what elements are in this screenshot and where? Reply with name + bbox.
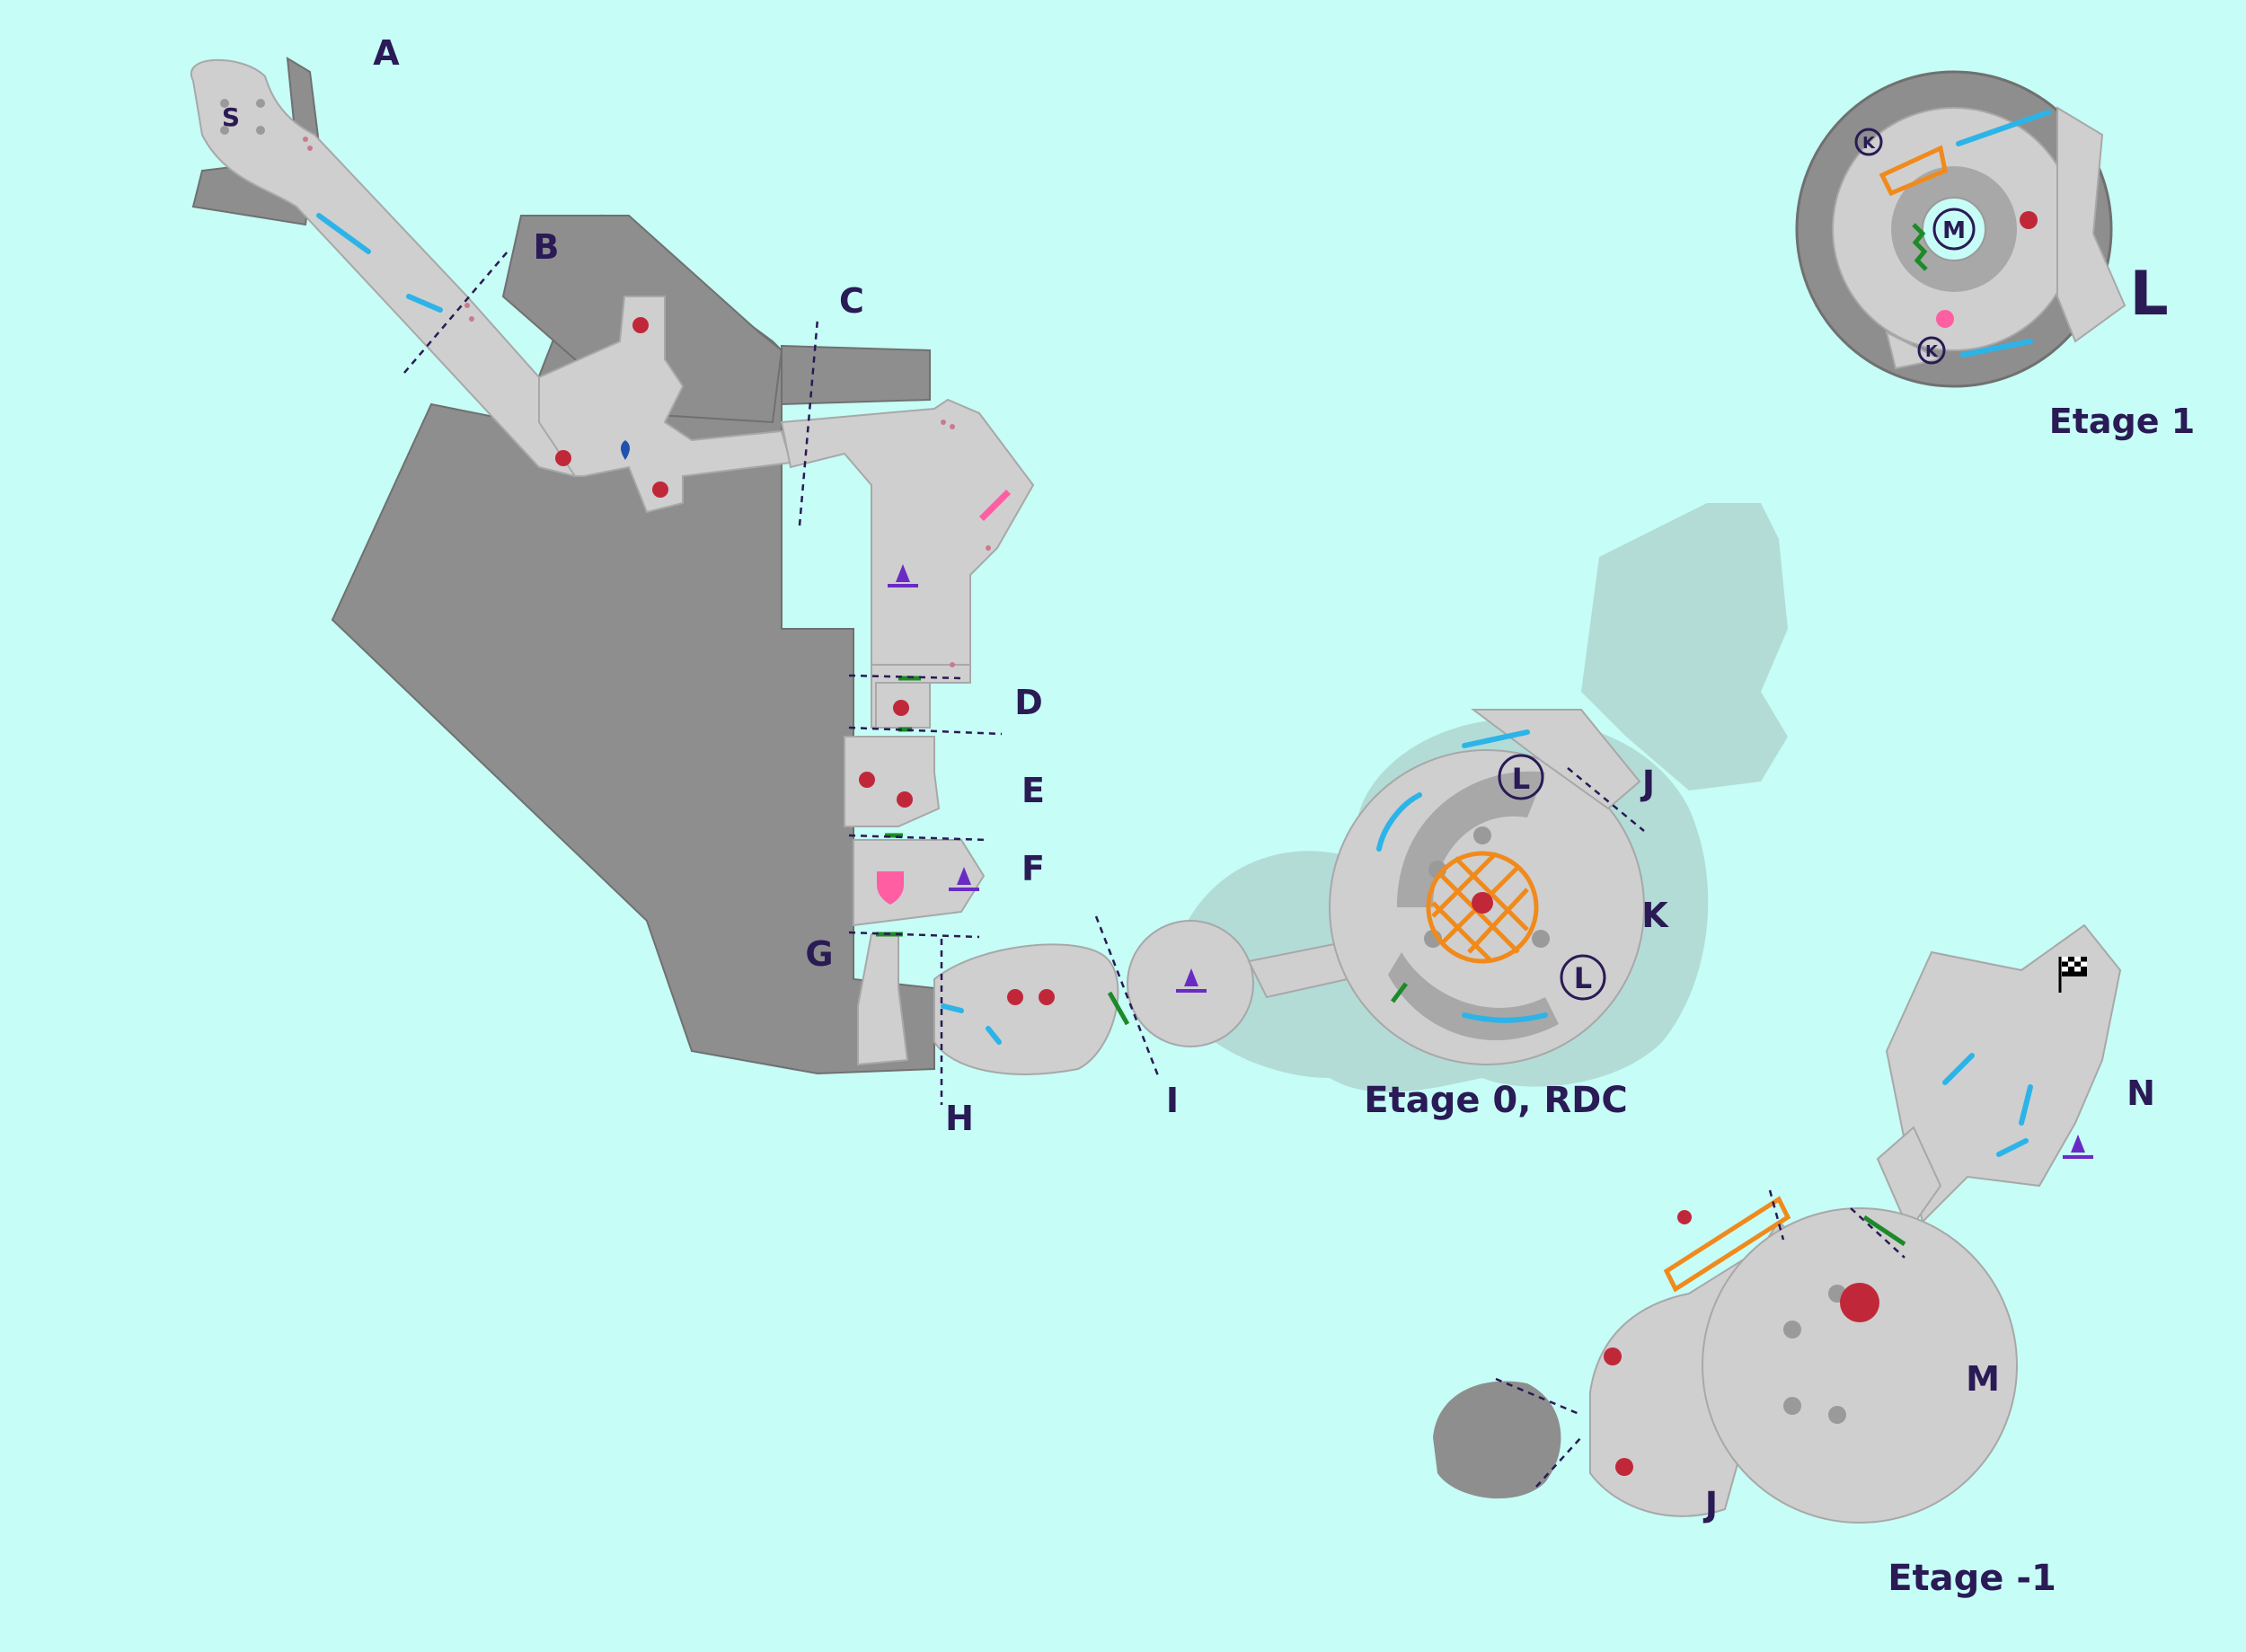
room-m <box>1702 1207 2018 1524</box>
floor-1-grate <box>1879 145 1948 197</box>
floor-1-area <box>1795 70 2127 388</box>
zone-label-l-top: L <box>2129 259 2168 330</box>
room-m-pillars <box>1783 1285 1846 1424</box>
floor-minus-1-wing-n <box>1885 923 2122 1224</box>
zone-label-g: G <box>805 934 833 974</box>
marker-k-2: K <box>1925 342 1939 361</box>
door-minus-1 <box>1862 1215 1906 1247</box>
floor-minus-1-grate <box>1663 1196 1791 1293</box>
enemy-skull-icons <box>555 317 1055 1005</box>
sword-icon <box>979 490 1011 521</box>
zone-label-h: H <box>945 1099 974 1138</box>
campfire-minus-1-icon <box>2063 1135 2093 1159</box>
shield-icon <box>877 871 904 905</box>
corridor-a <box>190 58 586 478</box>
floor-1-arrow-top <box>1956 110 2051 146</box>
floor-label-0: Etage 0, RDC <box>1364 1080 1627 1121</box>
zone-label-m: M <box>1966 1359 2000 1399</box>
marker-l-2: L <box>1574 961 1592 995</box>
floor-1-green-wall <box>1912 223 1928 271</box>
boss-skull-minus-1-icon <box>1840 1283 1879 1322</box>
floor-1-markers <box>1854 128 1976 365</box>
campfire-icons <box>888 564 1207 993</box>
zone-label-j-bottom: J <box>1702 1485 1718 1524</box>
potion-icon <box>621 440 630 460</box>
floor-label-1: Etage 1 <box>2049 402 2195 441</box>
faded-area-east <box>1581 503 1788 791</box>
start-marker: S <box>222 102 240 132</box>
enemy-skull-icons-minus-1 <box>1604 1210 1692 1476</box>
marker-k-1: K <box>1862 134 1876 153</box>
corridor-c <box>780 398 1035 666</box>
floor-label-minus-1: Etage -1 <box>1888 1558 2056 1599</box>
zone-label-a: A <box>373 33 400 73</box>
section-lines-minus-1 <box>1495 1189 1906 1488</box>
path-arrows-minus-1 <box>1942 1053 2033 1157</box>
room-e <box>844 736 941 827</box>
zone-label-c: C <box>839 281 864 321</box>
section-lines <box>403 251 1645 1105</box>
floor-1-skull-icon <box>2020 211 2038 229</box>
zone-label-n: N <box>2127 1073 2155 1113</box>
floor-1-sw-wing <box>1885 331 1944 370</box>
marker-l-1: L <box>1512 762 1530 796</box>
marker-l-2-ring <box>1560 954 1606 1001</box>
marker-m: M <box>1942 217 1966 244</box>
zone-label-d: D <box>1014 683 1043 722</box>
floor-1-arrow-bottom <box>1960 339 2033 358</box>
zone-label-f: F <box>1021 849 1045 888</box>
floor-1-east-wing <box>2056 106 2127 343</box>
floor-0-area <box>190 57 1788 1105</box>
floor-1-core <box>1922 197 1986 261</box>
path-arrows-floor0 <box>316 213 1548 1045</box>
room-h <box>933 943 1119 1075</box>
finish-flag-icon <box>2058 957 2087 993</box>
room-g <box>857 933 909 1066</box>
wall-block-c <box>781 344 931 406</box>
floor-minus-1-rubble <box>1433 1381 1561 1499</box>
floor-minus-1-area <box>1433 923 2122 1524</box>
zone-label-i: I <box>1166 1081 1179 1120</box>
zone-label-j-top: J <box>1640 764 1655 803</box>
boss-skull-icon <box>1472 892 1493 914</box>
zone-label-b: B <box>534 227 560 267</box>
labels: S A B C D E F G H I J K L M N J L L K K … <box>222 33 2195 1599</box>
marker-l-1-ring <box>1498 754 1544 800</box>
start-dots <box>220 99 265 135</box>
zone-label-e: E <box>1021 771 1045 810</box>
zone-label-k: K <box>1641 896 1669 935</box>
room-f <box>853 839 986 927</box>
floor-minus-1-corridor <box>1876 1126 1942 1233</box>
floor-markings <box>303 137 991 667</box>
floor-1-potion-icon <box>1936 310 1954 328</box>
